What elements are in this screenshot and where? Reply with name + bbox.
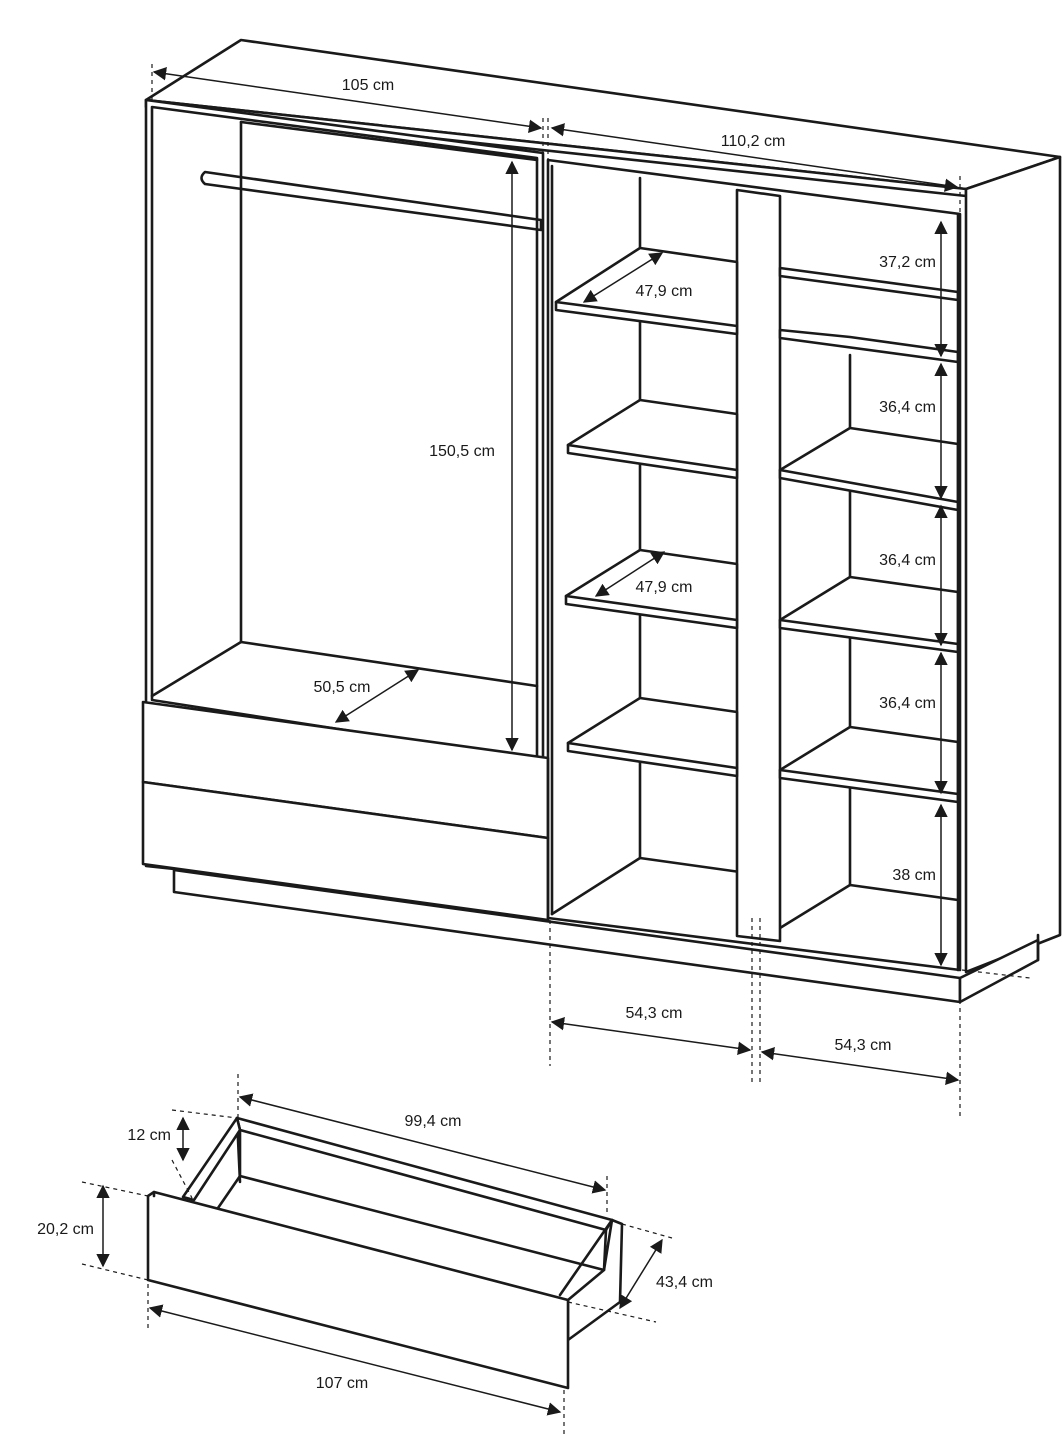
label-comp-3: 36,4 cm: [879, 552, 936, 569]
center-divider: [735, 188, 782, 943]
label-right-width: 110,2 cm: [721, 133, 786, 150]
dim-arrow-bottom-depth: [334, 669, 420, 723]
label-drawer-side-height: 12 cm: [127, 1127, 171, 1144]
label-drawer-front-height: 20,2 cm: [37, 1221, 94, 1238]
shelf-2: [566, 398, 739, 480]
label-comp-2: 36,4 cm: [879, 399, 936, 416]
dim-arrow-left-width: [152, 67, 543, 133]
drawer-right-side: [566, 1218, 624, 1342]
label-shelf-depth-top: 47,9 cm: [636, 283, 693, 300]
dim-arrow-drawer-depth: [619, 1238, 663, 1310]
right-side-panel: [964, 155, 1062, 974]
hanging-rail: [200, 170, 543, 232]
drawer-front-lower: [141, 780, 550, 922]
dim-arrow-drawer-front-width: [148, 1304, 562, 1416]
dimension-labels: 105 cm 110,2 cm 150,5 cm 50,5 cm 47,9 cm…: [37, 77, 936, 1392]
drawer-front-panel: [146, 1190, 570, 1390]
label-bottom-depth: 50,5 cm: [314, 679, 371, 696]
dim-arrow-door-left: [550, 1017, 752, 1055]
shelf-4: [566, 696, 739, 778]
dim-arrow-shelf-depth-top: [582, 252, 664, 303]
label-left-width: 105 cm: [342, 77, 394, 94]
extension-lines: [81, 64, 1031, 1434]
label-shelf-depth-mid: 47,9 cm: [636, 579, 693, 596]
right-frame: [546, 158, 962, 972]
dim-arrow-door-right: [760, 1047, 960, 1085]
label-drawer-front-width: 107 cm: [316, 1375, 368, 1392]
dim-arrow-shelf-depth-mid: [594, 551, 666, 597]
dim-arrow-drawer-inner-width: [238, 1093, 607, 1194]
label-comp-4: 36,4 cm: [879, 695, 936, 712]
label-door-left: 54,3 cm: [626, 1005, 683, 1022]
shelf-r1: [778, 328, 960, 364]
drawer-detail: [146, 1116, 624, 1390]
dim-arrow-right-width: [550, 123, 959, 192]
shelf-r0: [778, 266, 960, 302]
label-comp-1: 37,2 cm: [879, 254, 936, 271]
label-door-right: 54,3 cm: [835, 1037, 892, 1054]
label-drawer-inner-width: 99,4 cm: [405, 1113, 462, 1130]
label-hanging-height: 150,5 cm: [429, 443, 495, 460]
label-drawer-depth: 43,4 cm: [656, 1274, 713, 1291]
label-comp-5: 38 cm: [892, 867, 936, 884]
drawer-back: [235, 1116, 614, 1232]
dimension-arrows: [96, 67, 960, 1416]
wardrobe-body: [141, 38, 1062, 1004]
